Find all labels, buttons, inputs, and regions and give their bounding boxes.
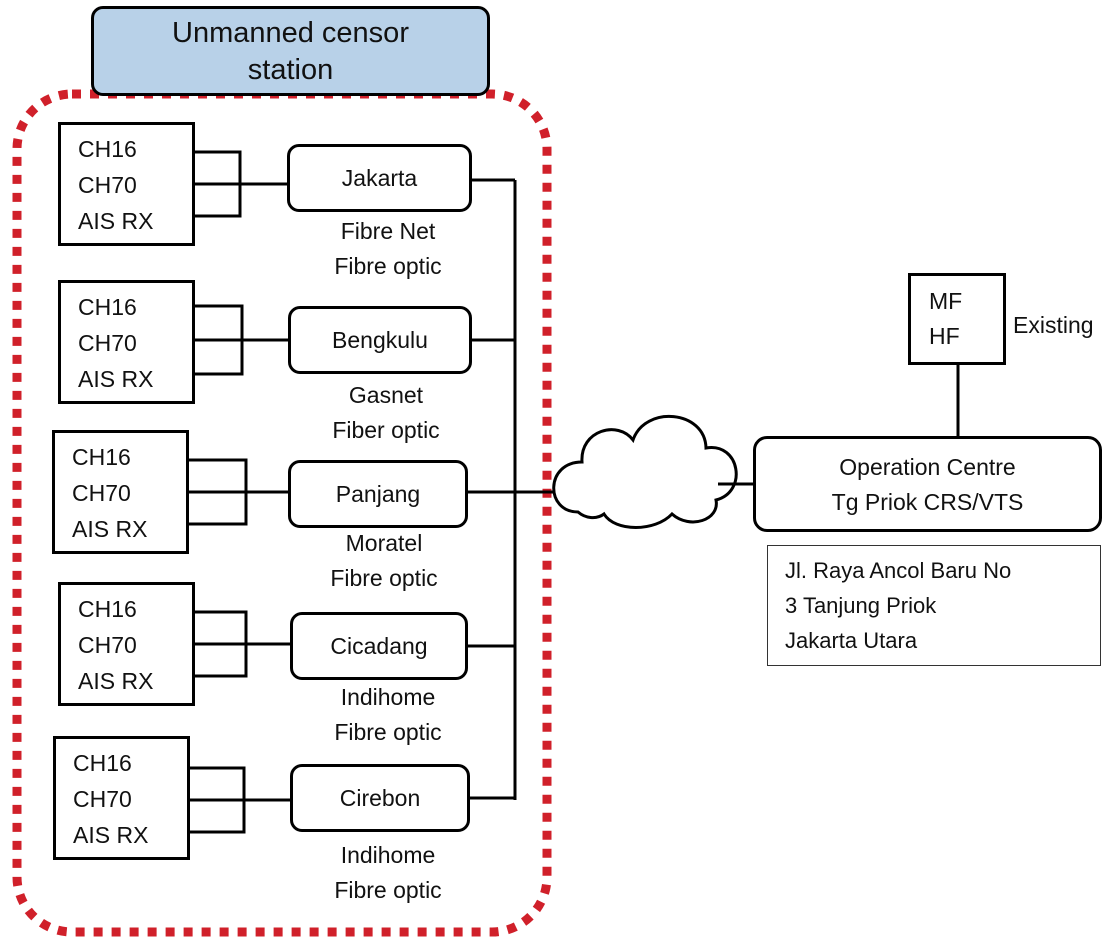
link-label: Moratel Fibre optic — [294, 526, 474, 596]
station-name: Panjang — [335, 481, 421, 507]
station-node-jakarta: Jakarta — [287, 144, 472, 212]
station-connectors-cicadang — [193, 610, 515, 678]
cloud-icon — [552, 415, 738, 529]
channel-label: AIS RX — [78, 208, 154, 234]
link-type: Fibre optic — [334, 253, 442, 279]
station-name: Cirebon — [339, 785, 421, 811]
link-provider: Fibre Net — [340, 218, 436, 244]
hf-label: HF — [929, 323, 960, 349]
channel-label: AIS RX — [78, 668, 154, 694]
station-node-cicadang: Cicadang — [290, 612, 468, 680]
channel-label: CH16 — [78, 596, 137, 622]
link-label: Fibre Net Fibre optic — [298, 214, 478, 284]
mf-hf-box: MF HF — [908, 273, 1006, 365]
link-label: Gasnet Fiber optic — [296, 378, 476, 448]
channel-label: CH16 — [72, 444, 131, 470]
address-line1: Jl. Raya Ancol Baru No — [785, 558, 1012, 583]
channel-label: CH70 — [72, 480, 131, 506]
link-type: Fiber optic — [332, 417, 440, 443]
channel-label: AIS RX — [73, 822, 149, 848]
station-node-panjang: Panjang — [288, 460, 468, 528]
channel-label: CH16 — [73, 750, 132, 776]
channel-box: CH16 CH70 AIS RX — [58, 582, 195, 706]
link-type: Fibre optic — [334, 877, 442, 903]
channel-label: AIS RX — [78, 366, 154, 392]
station-connectors-cirebon — [188, 766, 515, 834]
channel-label: CH70 — [73, 786, 132, 812]
unmanned-station-group-border — [12, 89, 552, 937]
link-type: Fibre optic — [330, 565, 438, 591]
channel-label: CH70 — [78, 632, 137, 658]
link-label: Indihome Fibre optic — [298, 838, 478, 908]
channel-box: CH16 CH70 AIS RX — [58, 122, 195, 246]
channel-label: CH16 — [78, 294, 137, 320]
operation-centre-box: Operation Centre Tg Priok CRS/VTS — [753, 436, 1102, 532]
link-type: Fibre optic — [334, 719, 442, 745]
channel-box: CH16 CH70 AIS RX — [53, 736, 190, 860]
group-title-line1: Unmanned censor — [172, 17, 409, 49]
station-name: Jakarta — [341, 165, 418, 191]
group-title-box: Unmanned censor station — [91, 6, 490, 96]
existing-label: Existing — [1013, 312, 1094, 338]
mf-label: MF — [929, 288, 963, 314]
link-provider: Gasnet — [348, 382, 424, 408]
operation-centre-line2: Tg Priok CRS/VTS — [831, 489, 1024, 515]
link-provider: Indihome — [340, 684, 436, 710]
station-node-bengkulu: Bengkulu — [288, 306, 472, 374]
channel-label: CH70 — [78, 330, 137, 356]
link-provider: Moratel — [345, 530, 423, 556]
station-connectors-bengkulu — [193, 304, 515, 376]
address-box: Jl. Raya Ancol Baru No 3 Tanjung Priok J… — [767, 545, 1101, 666]
channel-box: CH16 CH70 AIS RX — [52, 430, 189, 554]
channel-box: CH16 CH70 AIS RX — [58, 280, 195, 404]
address-line3: Jakarta Utara — [785, 628, 918, 653]
group-title-line2: station — [247, 54, 334, 86]
link-label: Indihome Fibre optic — [298, 680, 478, 750]
channel-label: CH70 — [78, 172, 137, 198]
operation-centre-line1: Operation Centre — [839, 454, 1016, 480]
address-line2: 3 Tanjung Priok — [785, 593, 937, 618]
channel-label: AIS RX — [72, 516, 148, 542]
station-connectors-panjang — [188, 458, 560, 526]
link-provider: Indihome — [340, 842, 436, 868]
station-name: Bengkulu — [332, 327, 428, 353]
station-node-cirebon: Cirebon — [290, 764, 470, 832]
channel-label: CH16 — [78, 136, 137, 162]
station-name: Cicadang — [330, 633, 428, 659]
station-connectors-jakarta — [193, 150, 515, 218]
